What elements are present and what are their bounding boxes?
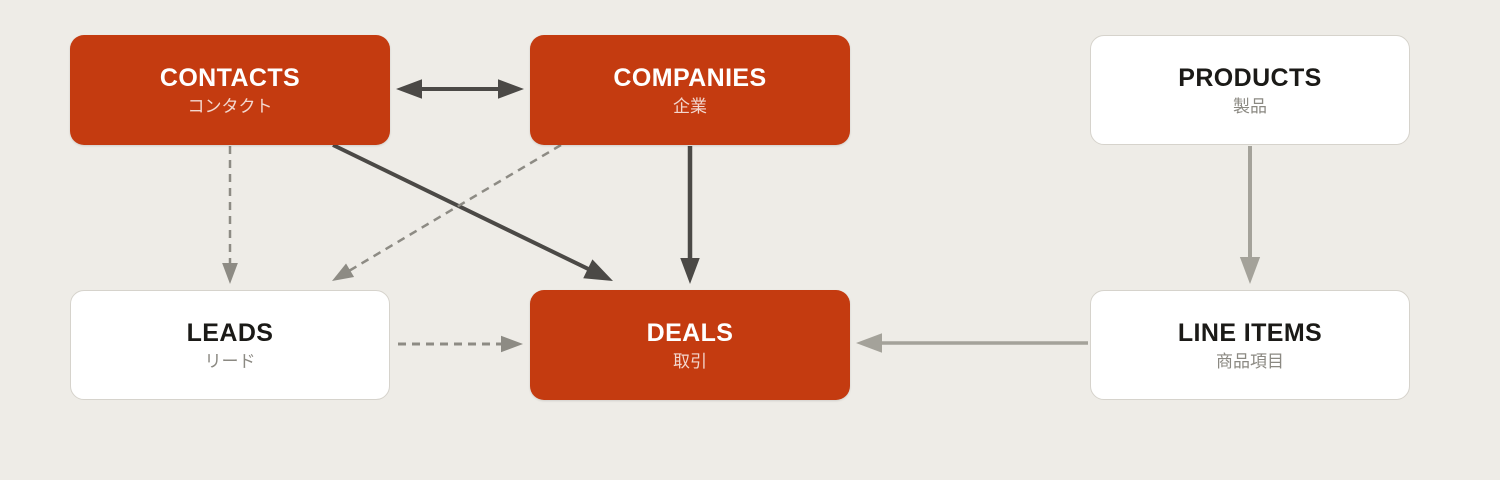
edge-companies-deals [680, 146, 700, 284]
node-line-items-subtitle: 商品項目 [1216, 351, 1284, 371]
node-products-title: PRODUCTS [1178, 63, 1322, 92]
node-contacts-title: CONTACTS [159, 63, 301, 92]
edge-line_items-deals [856, 333, 1088, 353]
node-leads[interactable]: LEADS リード [70, 290, 390, 400]
node-leads-title: LEADS [186, 318, 274, 347]
edge-contacts-leads [222, 146, 238, 284]
node-contacts-subtitle: コンタクト [187, 96, 273, 116]
node-companies-subtitle: 企業 [673, 96, 707, 116]
node-deals-subtitle: 取引 [673, 351, 707, 371]
edge-leads-deals [398, 335, 523, 353]
edge-contacts-companies [396, 79, 524, 99]
node-deals-title: DEALS [646, 318, 734, 347]
edge-companies-leads [332, 143, 562, 281]
node-contacts[interactable]: CONTACTS コンタクト [70, 35, 390, 145]
edge-products-line_items [1239, 146, 1261, 284]
node-products-subtitle: 製品 [1233, 96, 1267, 116]
edge-contacts-deals [332, 143, 613, 281]
node-companies[interactable]: COMPANIES 企業 [530, 35, 850, 145]
node-line-items[interactable]: LINE ITEMS 商品項目 [1090, 290, 1410, 400]
node-deals[interactable]: DEALS 取引 [530, 290, 850, 400]
node-companies-title: COMPANIES [613, 63, 767, 92]
node-leads-subtitle: リード [204, 351, 256, 371]
node-line-items-title: LINE ITEMS [1177, 318, 1323, 347]
node-products[interactable]: PRODUCTS 製品 [1090, 35, 1410, 145]
